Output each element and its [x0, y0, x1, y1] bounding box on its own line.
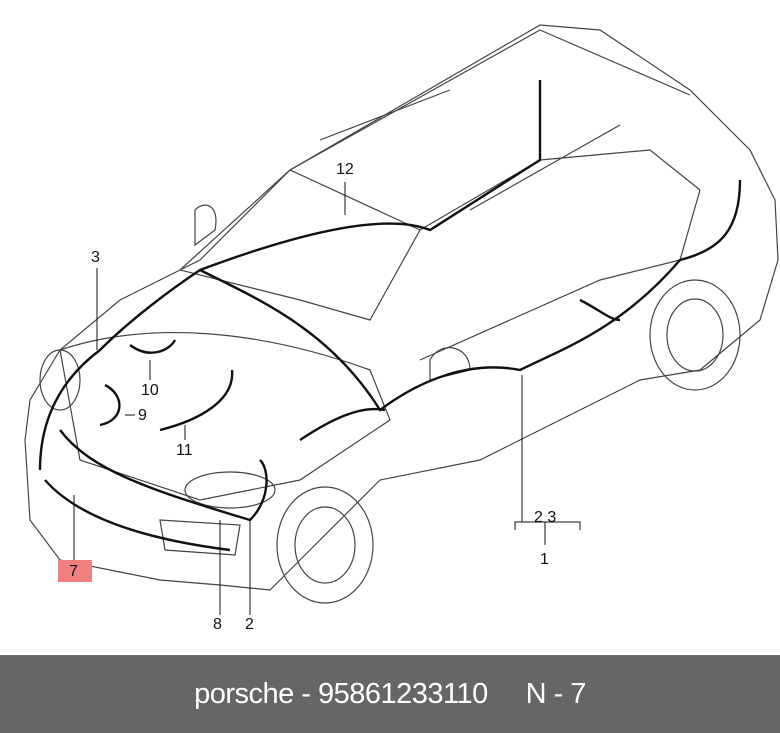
- callout-8[interactable]: 8: [213, 616, 222, 633]
- brand-name: porsche: [194, 677, 294, 710]
- callout-11[interactable]: 11: [176, 442, 193, 459]
- wiring-harness: [38, 80, 742, 552]
- callout-leaders: [73, 182, 581, 615]
- callout-10[interactable]: 10: [141, 382, 159, 399]
- highlight-callout-7: [58, 560, 92, 582]
- callout-group-2-3[interactable]: 2 3: [534, 509, 557, 526]
- callout-12[interactable]: 12: [336, 161, 354, 178]
- callout-3[interactable]: 3: [91, 249, 100, 266]
- callout-2[interactable]: 2: [245, 616, 254, 633]
- callout-7[interactable]: 7: [69, 563, 78, 580]
- separator: -: [293, 677, 319, 710]
- part-number: 95861233110: [318, 677, 488, 710]
- footer-caption: porsche - 95861233110 N - 7: [0, 655, 780, 733]
- car-wiring-diagram: [24, 24, 779, 615]
- callout-1[interactable]: 1: [540, 551, 549, 568]
- diagram-position: N - 7: [525, 677, 587, 710]
- car-outline: [24, 24, 779, 604]
- callout-9[interactable]: 9: [138, 407, 147, 424]
